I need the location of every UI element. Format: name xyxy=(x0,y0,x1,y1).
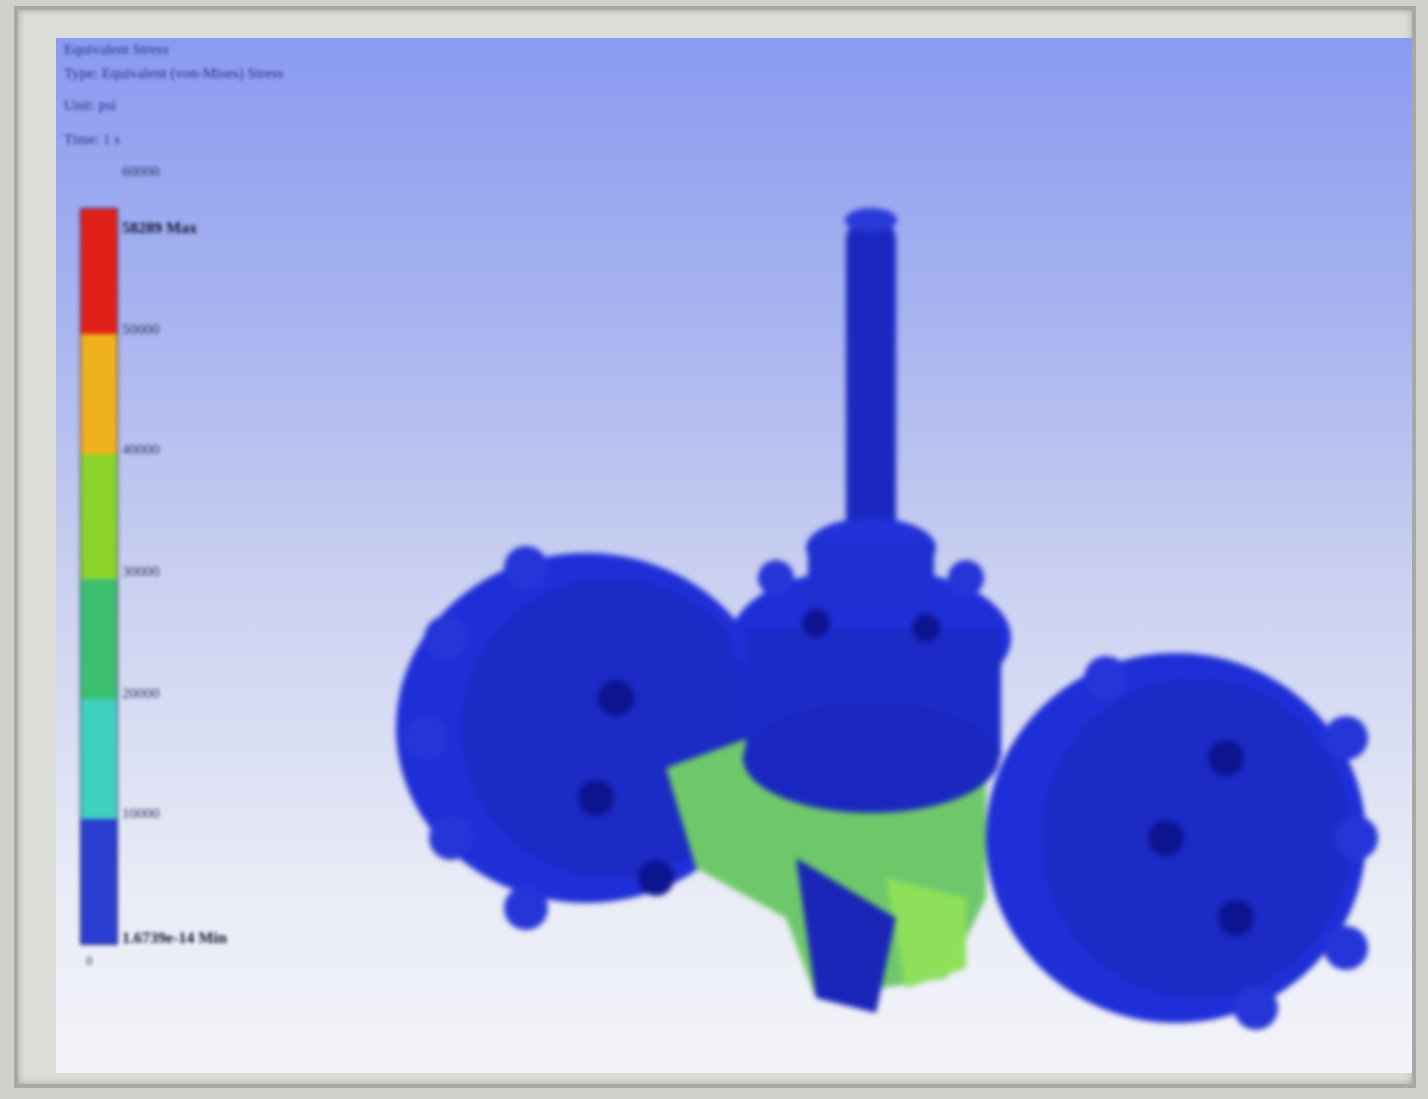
legend-tick-40000: 40000 xyxy=(122,442,160,458)
legend-tick-30000: 30000 xyxy=(122,564,160,580)
valve-model[interactable] xyxy=(56,38,1412,1073)
legend-band-orange xyxy=(81,334,117,454)
legend-tick-50000: 50000 xyxy=(122,322,160,338)
valve-bonnet xyxy=(731,518,1011,813)
fea-viewport[interactable]: Equivalent Stress Type: Equivalent (von-… xyxy=(56,38,1412,1073)
result-unit: Unit: psi xyxy=(64,98,117,114)
legend-bottom-tick: 0 xyxy=(86,953,93,968)
legend-top-tick: 60000 xyxy=(122,164,160,180)
legend-band-green xyxy=(81,454,117,579)
legend-max-label: 58289 Max xyxy=(122,220,198,237)
stress-legend-bar xyxy=(80,208,118,945)
result-type: Type: Equivalent (von-Mises) Stress xyxy=(64,66,284,82)
result-time: Time: 1 s xyxy=(64,132,121,148)
legend-band-blue xyxy=(81,819,117,944)
legend-min-label: 1.6739e-14 Min xyxy=(122,930,227,947)
right-flange xyxy=(986,653,1378,1030)
legend-band-red xyxy=(81,209,117,334)
legend-band-cyan xyxy=(81,699,117,819)
legend-tick-20000: 20000 xyxy=(122,686,160,702)
valve-stem xyxy=(846,218,896,563)
legend-band-mid-green xyxy=(81,579,117,699)
image-frame: Equivalent Stress Type: Equivalent (von-… xyxy=(14,6,1416,1088)
legend-tick-10000: 10000 xyxy=(122,806,160,822)
result-title: Equivalent Stress xyxy=(64,42,169,58)
